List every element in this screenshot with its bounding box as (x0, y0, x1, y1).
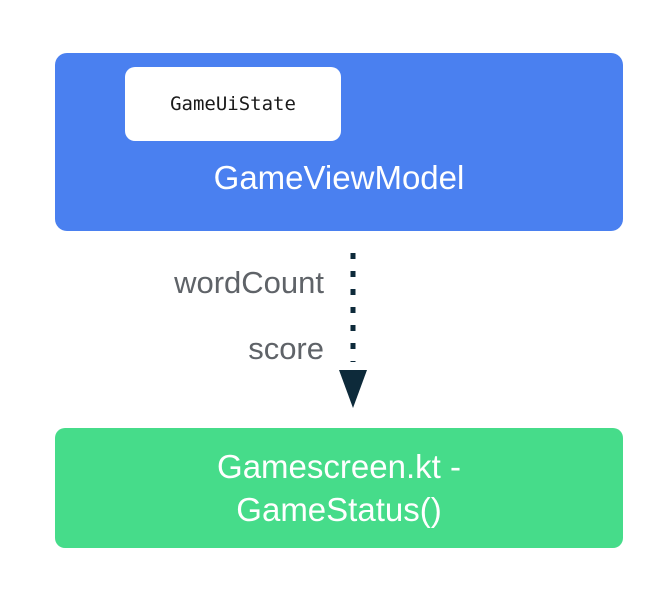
game-screen-file-label: Gamescreen.kt - (217, 448, 461, 485)
game-status-composable-label: GameStatus() (236, 491, 442, 528)
game-ui-state-chip: GameUiState (125, 67, 341, 141)
flow-label-wordcount: wordCount (174, 265, 324, 300)
game-view-model-box: GameUiState GameViewModel (55, 53, 623, 231)
arrow-head (339, 370, 367, 408)
game-view-model-title: GameViewModel (213, 159, 465, 196)
game-screen-box: Gamescreen.kt - GameStatus() (55, 428, 623, 548)
flow-label-score: score (248, 331, 324, 366)
